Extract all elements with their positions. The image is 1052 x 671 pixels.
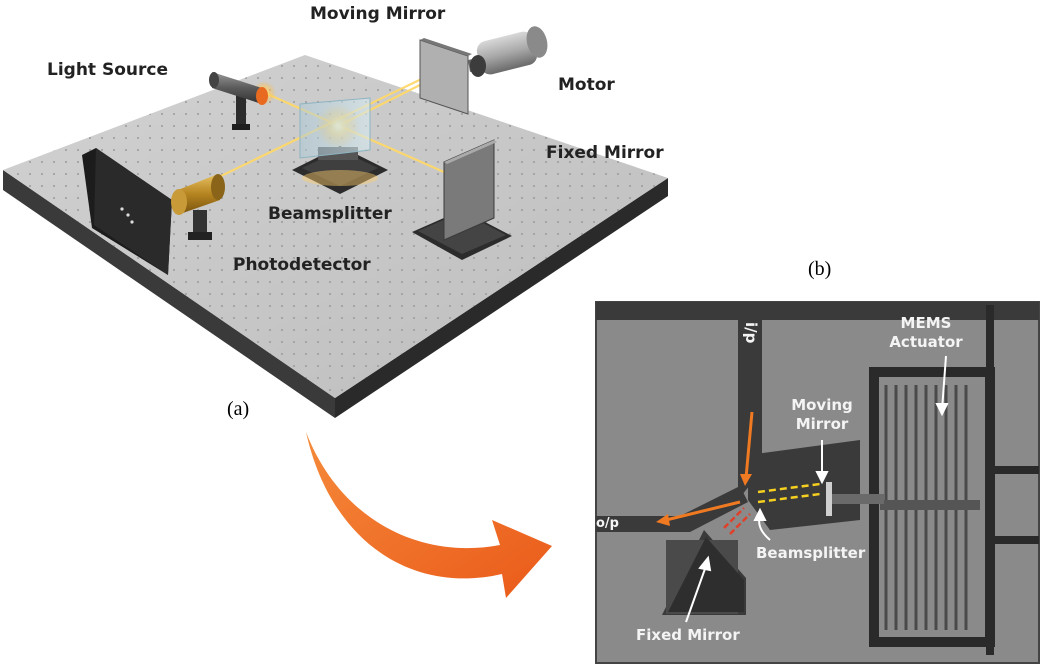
fixed-mirror bbox=[412, 139, 512, 260]
light-source-icon bbox=[209, 72, 268, 130]
pointer-arrows bbox=[685, 355, 949, 623]
label-moving-mirror-b: Moving Mirror bbox=[782, 396, 862, 434]
motor-icon bbox=[468, 26, 548, 77]
label-beamsplitter: Beamsplitter bbox=[268, 204, 392, 224]
label-mems-line1: MEMS bbox=[900, 314, 952, 332]
label-input-port: i/p bbox=[742, 322, 760, 344]
table-side-right bbox=[335, 178, 668, 418]
beamsplitter bbox=[292, 97, 388, 194]
label-photodetector: Photodetector bbox=[233, 255, 371, 275]
table-side bbox=[3, 170, 335, 418]
label-moving-line2: Mirror bbox=[795, 415, 849, 433]
label-mems-line2: Actuator bbox=[889, 333, 963, 351]
label-fixed-mirror: Fixed Mirror bbox=[546, 143, 664, 163]
label-output-port: o/p bbox=[596, 516, 619, 531]
panel-a-setup bbox=[3, 26, 668, 418]
moving-mirror bbox=[419, 38, 472, 115]
photodetector-icon bbox=[82, 148, 225, 275]
table-holes bbox=[3, 55, 668, 398]
panel-b-micrograph bbox=[595, 301, 1040, 664]
label-beamsplitter-b: Beamsplitter bbox=[756, 544, 866, 562]
label-moving-line1: Moving bbox=[791, 396, 853, 414]
label-moving-mirror: Moving Mirror bbox=[310, 4, 446, 24]
label-motor: Motor bbox=[558, 75, 615, 95]
caption-a: (a) bbox=[227, 398, 250, 420]
label-fixed-mirror-b: Fixed Mirror bbox=[636, 626, 740, 644]
label-mems-actuator: MEMS Actuator bbox=[886, 314, 966, 352]
caption-b: (b) bbox=[808, 258, 832, 280]
beam-arrows bbox=[656, 411, 821, 535]
curved-arrow-icon bbox=[306, 432, 552, 598]
label-light-source: Light Source bbox=[47, 60, 168, 80]
